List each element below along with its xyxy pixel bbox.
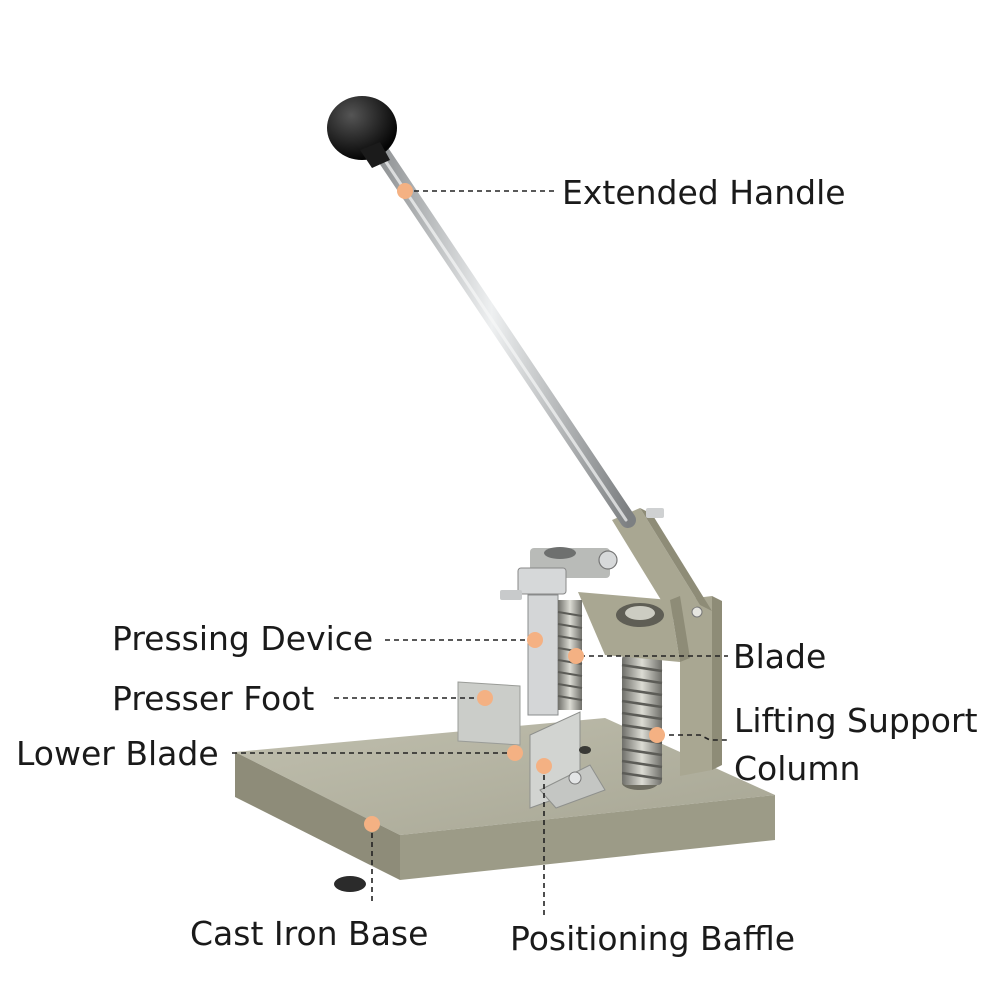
lifting-support-column [621, 655, 663, 785]
label-presser-foot: Presser Foot [112, 679, 315, 718]
marker-blade [568, 648, 584, 664]
label-lifting-support-column: Lifting Support Column [734, 697, 978, 793]
marker-presser-foot [477, 690, 493, 706]
lower-blade-and-baffle [529, 711, 606, 809]
label-extended-handle: Extended Handle [562, 173, 846, 212]
upper-arm [578, 592, 690, 662]
label-lifting-support-column-line2: Column [734, 749, 861, 788]
leader-lines [232, 190, 728, 915]
handle-linkage [612, 508, 712, 618]
handle-knob [327, 96, 397, 168]
label-pressing-device: Pressing Device [112, 619, 374, 658]
marker-positioning-baffle [536, 758, 552, 774]
extended-handle [372, 142, 636, 528]
label-blade: Blade [733, 637, 827, 676]
label-lifting-support-column-line1: Lifting Support [734, 701, 978, 740]
marker-extended-handle [397, 183, 413, 199]
marker-pressing-device [527, 632, 543, 648]
markers [364, 183, 665, 832]
label-positioning-baffle: Positioning Baffle [510, 919, 796, 958]
marker-lower-blade [507, 745, 523, 761]
label-cast-iron-base: Cast Iron Base [190, 914, 429, 953]
marker-cast-iron-base [364, 816, 380, 832]
leader-lifting-support-column [660, 734, 728, 741]
label-lower-blade: Lower Blade [16, 734, 219, 773]
blade-assembly [500, 547, 618, 716]
marker-lifting-support-column [649, 727, 665, 743]
frame-upright [680, 596, 722, 776]
